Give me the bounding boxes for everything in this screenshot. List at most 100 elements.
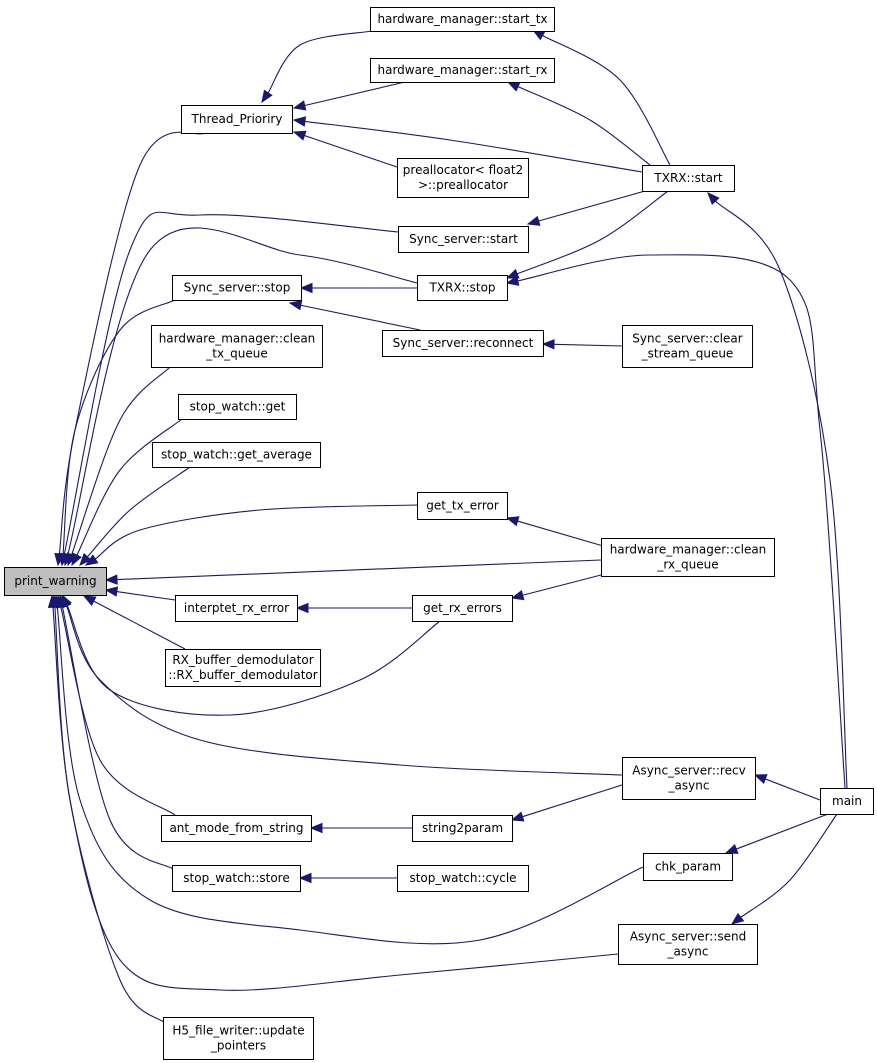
- arrow-head-icon: [506, 81, 521, 92]
- arrow-head-icon: [505, 516, 520, 527]
- arrow-head-icon: [84, 554, 99, 566]
- node-label: chk_param: [655, 860, 721, 874]
- node-box: [163, 1017, 314, 1060]
- node-stop-watch-get-average[interactable]: stop_watch::get_average: [152, 442, 321, 468]
- node-ant-mode-from-string[interactable]: ant_mode_from_string: [161, 815, 312, 842]
- node-box: [643, 853, 733, 881]
- node-sync-server-start[interactable]: Sync_server::start: [398, 226, 529, 253]
- arrow-head-icon: [541, 339, 555, 350]
- node-box: [382, 330, 544, 357]
- node-label: Sync_server::reconnect: [393, 336, 534, 350]
- arrow-head-icon: [292, 100, 307, 111]
- node-preallocator[interactable]: preallocator< float2>::preallocator: [397, 158, 529, 198]
- node-async-server-recv-async[interactable]: Async_server::recv_async: [622, 757, 756, 800]
- edge-line: [304, 135, 398, 168]
- edge-line: [61, 606, 176, 871]
- edge-line: [304, 120, 643, 173]
- node-txrx-stop[interactable]: TXRX::stop: [417, 275, 508, 301]
- node-hm-clean-tx-queue[interactable]: hardware_manager::clean_tx_queue: [151, 325, 323, 368]
- arrow-head-icon: [47, 594, 59, 608]
- edge-stop_watch_get-to-print_warning: [71, 418, 183, 567]
- edge-line: [86, 466, 191, 558]
- node-main[interactable]: main: [820, 788, 874, 815]
- node-hm-start-tx[interactable]: hardware_manager::start_tx: [370, 7, 555, 32]
- node-thread-prioriry[interactable]: Thread_Prioriry: [181, 105, 293, 134]
- node-label: stop_watch::store: [183, 871, 289, 885]
- node-label: ::RX_buffer_demodulator: [168, 668, 317, 682]
- node-label: get_rx_errors: [423, 601, 502, 615]
- node-string2param[interactable]: string2param: [412, 815, 513, 842]
- node-label: stop_watch::cycle: [409, 871, 516, 885]
- node-label: preallocator< float2: [403, 163, 523, 177]
- node-h5-file-writer-update-pointers[interactable]: H5_file_writer::update_pointers: [163, 1017, 314, 1060]
- node-stop-watch-cycle[interactable]: stop_watch::cycle: [397, 865, 529, 892]
- edge-sync_server_stop-to-print_warning: [57, 299, 176, 567]
- edge-line: [67, 227, 418, 555]
- edge-line: [538, 190, 646, 222]
- edge-line: [62, 299, 176, 555]
- node-hm-clean-rx-queue[interactable]: hardware_manager::clean_rx_queue: [601, 538, 775, 577]
- edge-line: [58, 131, 206, 555]
- node-hm-start-rx[interactable]: hardware_manager::start_rx: [370, 58, 555, 83]
- node-rx-buffer-demodulator[interactable]: RX_buffer_demodulator::RX_buffer_demodul…: [165, 649, 321, 687]
- node-label: hardware_manager::clean: [610, 543, 767, 557]
- node-label: RX_buffer_demodulator: [172, 653, 313, 667]
- edge-line: [740, 813, 838, 918]
- node-get-rx-errors[interactable]: get_rx_errors: [412, 595, 513, 622]
- node-label: H5_file_writer::update: [172, 1024, 304, 1038]
- node-stop-watch-get[interactable]: stop_watch::get: [178, 394, 297, 420]
- edge-hm_clean_rx_queue-to-print_warning: [104, 559, 602, 585]
- edge-txrx_start-to-thread_prioriry: [292, 116, 643, 173]
- arrow-head-icon: [730, 912, 745, 925]
- edge-hm_clean_rx_queue-to-get_rx_errors: [510, 574, 602, 601]
- node-box: [178, 394, 297, 420]
- edge-rx_buffer_demodulator-to-print_warning: [82, 595, 186, 650]
- edge-line: [116, 559, 602, 581]
- node-box: [161, 815, 312, 842]
- node-stop-watch-store[interactable]: stop_watch::store: [172, 865, 301, 892]
- arrow-head-icon: [526, 215, 541, 226]
- node-label: get_tx_error: [426, 499, 499, 513]
- node-chk-param[interactable]: chk_param: [643, 853, 733, 881]
- edge-main-to-txrx_stop: [505, 254, 846, 789]
- node-txrx-start[interactable]: TXRX::start: [642, 165, 735, 192]
- arrow-head-icon: [724, 844, 739, 854]
- arrow-head-icon: [292, 116, 307, 127]
- node-label: print_warning: [14, 574, 96, 588]
- node-label: string2param: [422, 821, 503, 835]
- node-interptet-rx-error[interactable]: interptet_rx_error: [175, 595, 298, 622]
- arrow-head-icon: [82, 595, 97, 606]
- node-get-tx-error[interactable]: get_tx_error: [417, 492, 508, 520]
- edge-main-to-async_server_recv_async: [753, 774, 821, 801]
- arrow-head-icon: [753, 774, 768, 784]
- nodes-layer: print_warning hardware_manager::start_txh…: [4, 7, 874, 1060]
- node-label: hardware_manager::start_tx: [377, 12, 547, 26]
- edge-interptet_rx_error-to-print_warning: [104, 586, 176, 601]
- edge-line: [517, 254, 846, 789]
- node-sync-server-clear-stream-queue[interactable]: Sync_server::clear_stream_queue: [622, 325, 753, 368]
- node-box: [642, 165, 735, 192]
- edge-sync_server_clear_stream_queue-to-sync_server_reconnect: [541, 339, 623, 350]
- edge-async_server_send_async-to-print_warning: [49, 594, 619, 991]
- node-box: [172, 275, 302, 301]
- edge-line: [517, 520, 611, 549]
- edge-sync_server_reconnect-to-sync_server_stop: [288, 300, 421, 331]
- node-box: [417, 275, 508, 301]
- edge-preallocator-to-thread_prioriry: [292, 130, 398, 168]
- edge-txrx_start-to-sync_server_start: [526, 190, 646, 226]
- edge-line: [300, 304, 421, 331]
- node-async-server-send-async[interactable]: Async_server::send_async: [618, 924, 758, 965]
- edges-layer: [47, 29, 848, 1024]
- arrow-head-icon: [261, 89, 273, 104]
- edge-hm_clean_rx_queue-to-get_tx_error: [505, 516, 611, 549]
- arrow-head-icon: [57, 594, 68, 609]
- node-label: hardware_manager::clean: [159, 332, 316, 346]
- edge-line: [517, 86, 651, 166]
- node-sync-server-stop[interactable]: Sync_server::stop: [172, 275, 302, 301]
- node-label: _stream_queue: [641, 347, 734, 361]
- edge-get_rx_errors-to-interptet_rx_error: [295, 602, 412, 614]
- node-label: main: [832, 794, 862, 808]
- node-sync-server-reconnect[interactable]: Sync_server::reconnect: [382, 330, 544, 357]
- edge-hm_start_rx-to-thread_prioriry: [292, 81, 406, 111]
